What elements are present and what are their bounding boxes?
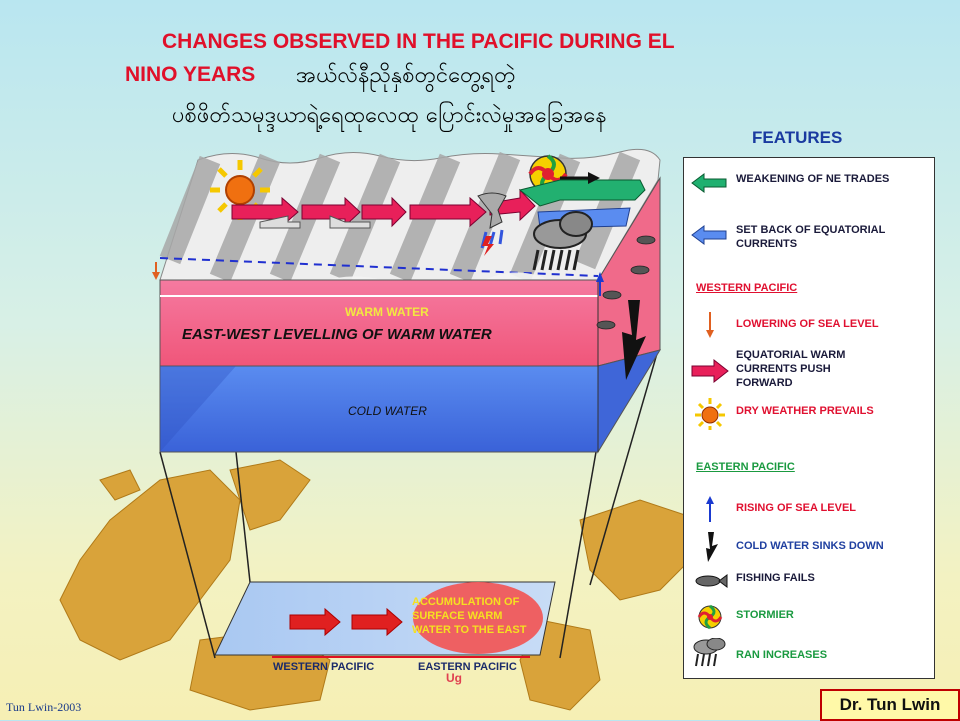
title-myanmar-1: အယ်လ်နီညိုနှစ်တွင်တွေ့ရတဲ့ xyxy=(296,63,516,88)
tornado-icon xyxy=(477,192,507,256)
legend-text: SET BACK OF EQUATORIAL CURRENTS xyxy=(736,224,886,250)
basin-slab xyxy=(214,581,556,658)
eastern-pacific-label: EASTERN PACIFIC xyxy=(418,661,517,673)
features-heading: FEATURES xyxy=(752,128,843,147)
author-credit: Dr. Tun Lwin xyxy=(820,689,960,721)
title-line-1: CHANGES OBSERVED IN THE PACIFIC DURING E… xyxy=(162,30,675,53)
legend-section-eastern: EASTERN PACIFIC xyxy=(696,461,795,473)
legend-text: WEAKENING OF NE TRADES xyxy=(736,173,890,185)
accumulation-label: ACCUMULATION OF SURFACE WARM WATER TO TH… xyxy=(412,596,527,636)
trades-arrow xyxy=(518,179,646,207)
setback-arrows xyxy=(259,215,371,229)
north-america-continent xyxy=(579,499,701,601)
legend-text: DRY WEATHER PREVAILS xyxy=(736,405,874,417)
legend-text: STORMIER xyxy=(736,609,794,621)
signature: Tun Lwin-2003 xyxy=(6,700,82,714)
continents xyxy=(59,459,701,711)
down-arrow-icon xyxy=(706,312,714,338)
projection-lines xyxy=(159,349,659,659)
rain-cloud-icon xyxy=(532,211,593,271)
fish-icon xyxy=(695,574,728,588)
green-arrow-icon xyxy=(691,173,727,193)
up-arrow-icon xyxy=(706,496,714,522)
blue-arrow-icon xyxy=(691,225,727,245)
legend-panel: WEAKENING OF NE TRADES SET BACK OF EQUAT… xyxy=(683,157,935,679)
sun-icon xyxy=(210,160,270,220)
legend-text: LOWERING OF SEA LEVEL xyxy=(736,318,879,330)
fish-group xyxy=(596,235,656,330)
island-west xyxy=(99,469,141,501)
asia-continent xyxy=(59,469,241,661)
legend-text: RISING OF SEA LEVEL xyxy=(736,502,856,514)
legend-section-western: WESTERN PACIFIC xyxy=(696,282,798,294)
storm-icon xyxy=(697,604,723,630)
title-line-2: NINO YEARS xyxy=(125,63,256,86)
legend-text: COLD WATER SINKS DOWN xyxy=(736,540,884,552)
lightning-arrow-icon xyxy=(706,532,718,562)
asia-peninsula xyxy=(229,459,311,531)
cold-layer xyxy=(159,365,599,453)
title-myanmar-2: ပစိဖိတ်သမုဒ္ဒယာရဲ့ရေထုလေထု ပြောင်းလဲမှုအ… xyxy=(172,103,607,128)
magenta-arrow-icon xyxy=(691,358,729,384)
map-mark: Ug xyxy=(446,671,462,685)
legend-text: EQUATORIAL WARM CURRENTS PUSH FORWARD xyxy=(736,349,846,389)
western-pacific-label: WESTERN PACIFIC xyxy=(273,661,375,673)
warm-water-label: WARM WATER xyxy=(345,305,429,319)
sun-icon xyxy=(695,398,725,430)
cold-water-label: COLD WATER xyxy=(348,404,427,418)
levelling-label: EAST-WEST LEVELLING OF WARM WATER xyxy=(182,326,492,343)
legend-text: FISHING FAILS xyxy=(736,572,815,584)
legend-text: RAN INCREASES xyxy=(736,649,828,661)
warm-accumulation xyxy=(413,582,543,654)
rain-cloud-icon xyxy=(693,638,726,667)
warm-layer xyxy=(159,279,599,367)
cold-sinking-arrow xyxy=(622,300,646,380)
